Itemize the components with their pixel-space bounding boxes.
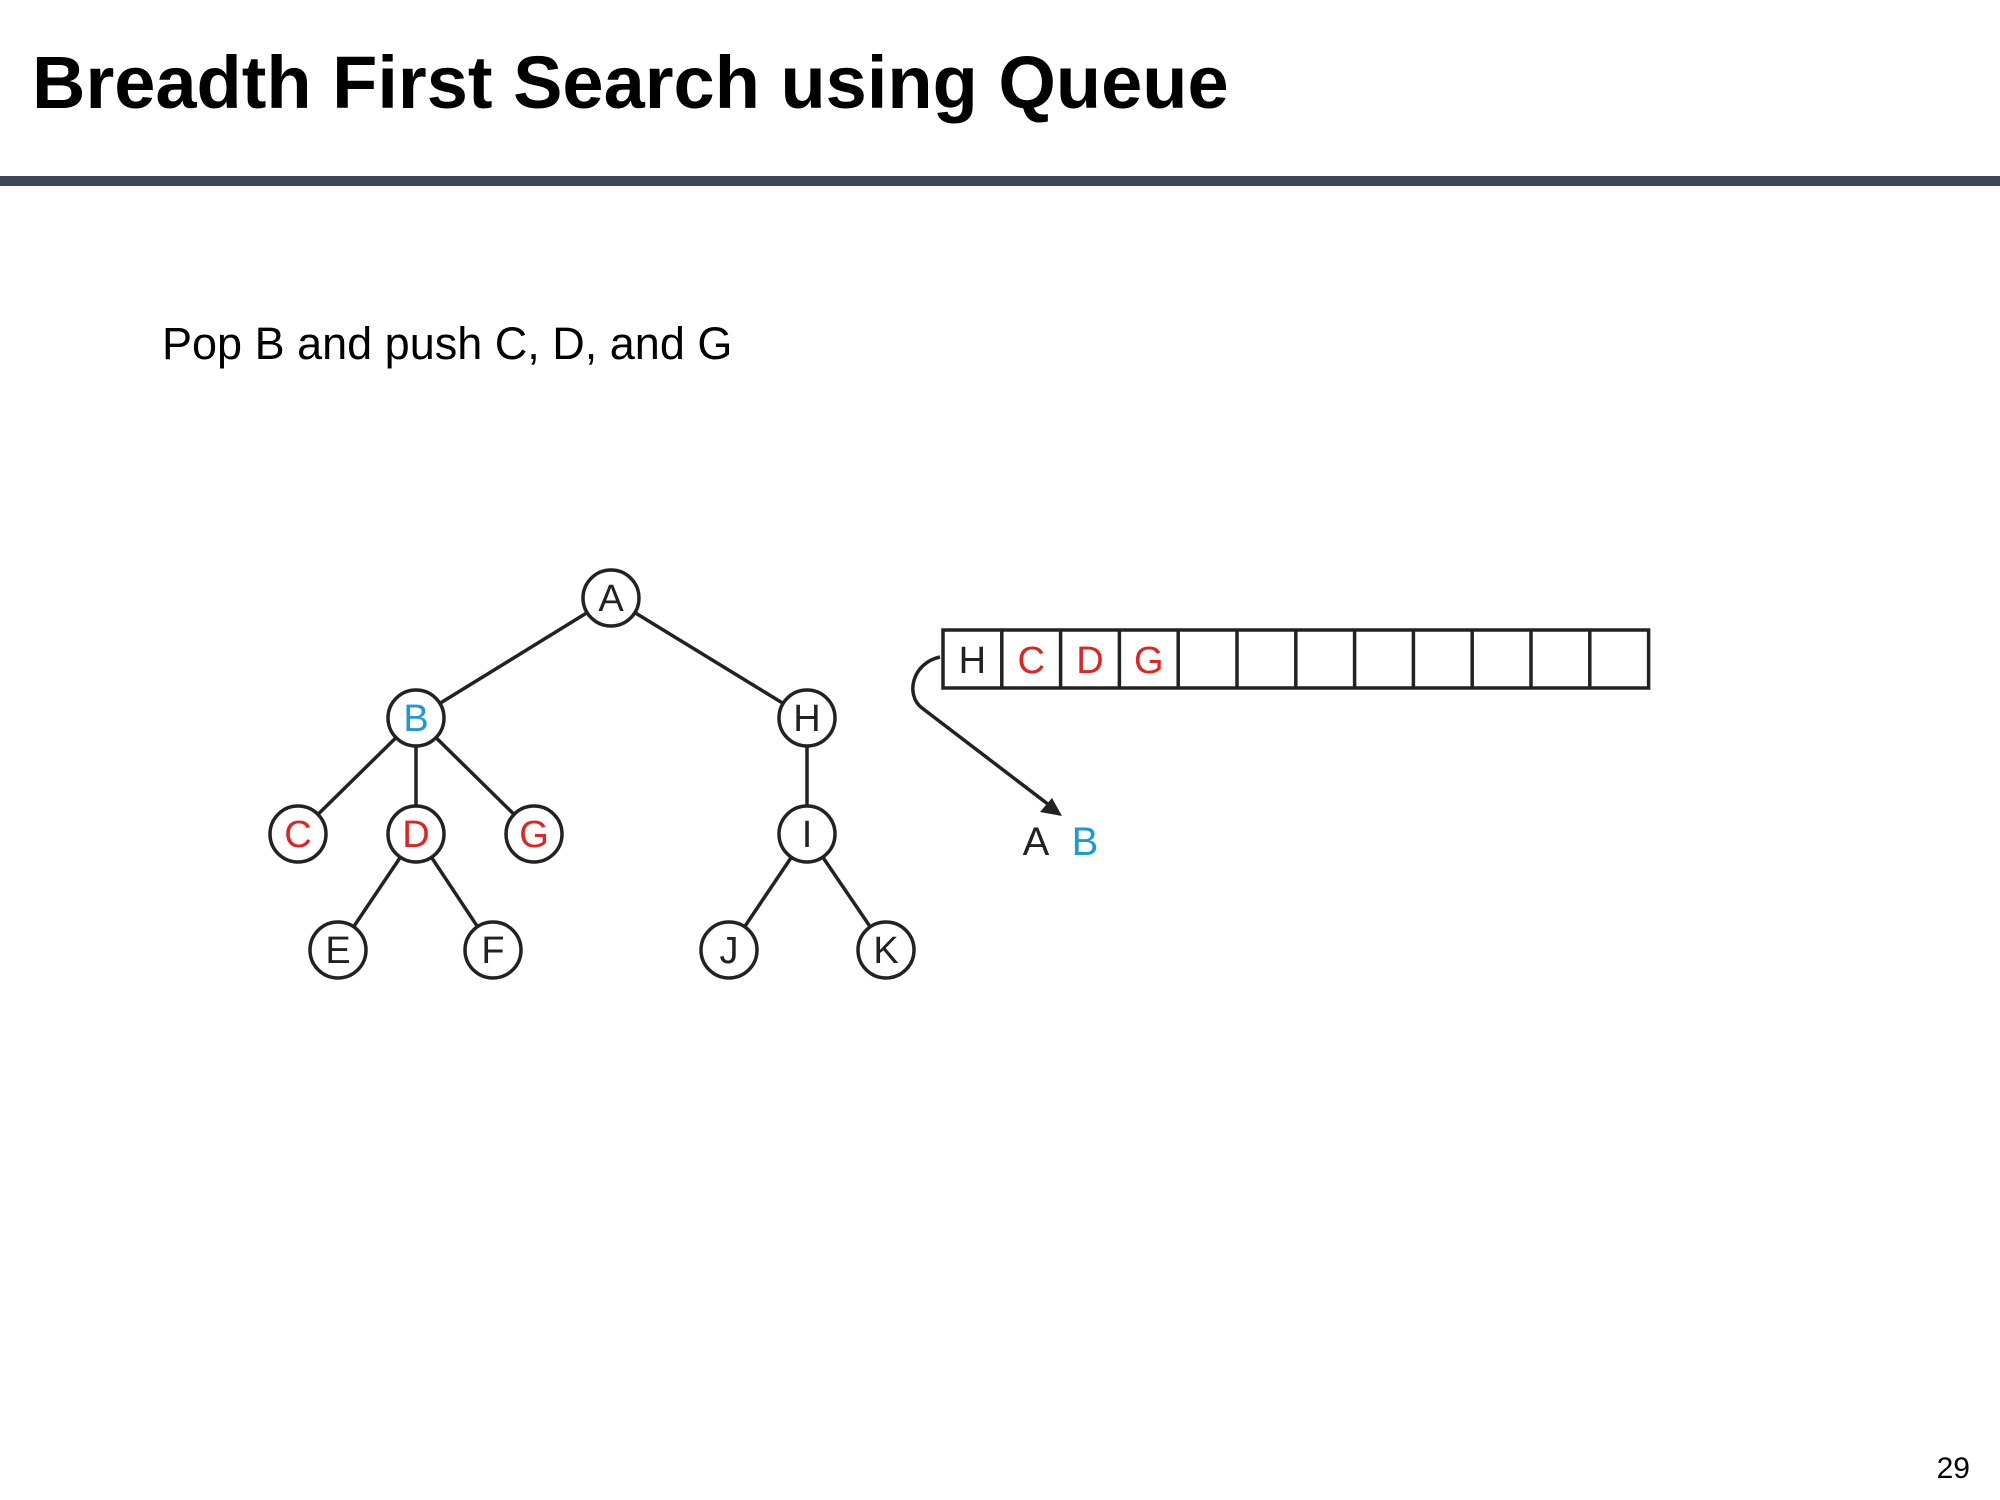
tree-node-a: A [581, 568, 641, 628]
tree-node-circle [777, 688, 837, 748]
tree-node-circle [856, 920, 916, 980]
tree-node-i: I [777, 804, 837, 864]
popped-item-b: B [1072, 820, 1099, 864]
tree-node-label: F [481, 930, 504, 972]
tree-node-label: G [519, 814, 549, 856]
tree-node-label: D [402, 814, 429, 856]
queue-cell-1: C [1017, 640, 1044, 682]
tree-edge-a-h [633, 611, 785, 705]
step-caption: Pop B and push C, D, and G [162, 318, 733, 369]
slide-title: Breadth First Search using Queue [32, 41, 1229, 124]
tree-node-k: K [856, 920, 916, 980]
queue-cell-2: D [1076, 640, 1103, 682]
dequeue-arrow [911, 655, 1062, 816]
tree-node-circle [777, 804, 837, 864]
queue-cell-0: H [959, 640, 986, 682]
tree-node-label: E [325, 930, 350, 972]
tree-node-label: K [873, 930, 898, 972]
tree-edge-b-g [434, 736, 516, 816]
tree-node-b: B [386, 688, 446, 748]
tree-node-circle [308, 920, 368, 980]
tree-node-circle [581, 568, 641, 628]
tree-node-f: F [463, 920, 523, 980]
popped-item-a: A [1023, 820, 1050, 864]
tree-edge-i-j [743, 856, 793, 928]
tree-node-d: D [386, 804, 446, 864]
tree-node-circle [699, 920, 759, 980]
tree-node-c: C [268, 804, 328, 864]
tree-node-circle [504, 804, 564, 864]
tree-node-circle [386, 688, 446, 748]
tree-node-label: I [802, 814, 813, 856]
tree-edges [316, 611, 872, 928]
tree-nodes: A B H C D G I E F J K [268, 568, 916, 980]
tree-edge-a-b [438, 611, 589, 705]
tree-node-circle [386, 804, 446, 864]
tree-edge-d-e [352, 856, 402, 928]
tree-edge-b-c [316, 736, 398, 816]
tree-node-circle [268, 804, 328, 864]
tree-node-circle [463, 920, 523, 980]
tree-node-g: G [504, 804, 564, 864]
tree-node-j: J [699, 920, 759, 980]
tree-node-e: E [308, 920, 368, 980]
slide-number: 29 [1936, 1452, 1970, 1485]
tree-node-label: J [720, 930, 739, 972]
tree-edge-d-f [430, 856, 479, 928]
queue-cell-3: G [1134, 640, 1164, 682]
tree-node-label: B [403, 698, 428, 740]
tree-node-h: H [777, 688, 837, 748]
tree-edge-i-k [821, 856, 872, 928]
tree-node-label: H [793, 698, 820, 740]
title-divider [0, 176, 2000, 186]
tree-node-label: A [598, 578, 624, 620]
tree-node-label: C [284, 814, 311, 856]
